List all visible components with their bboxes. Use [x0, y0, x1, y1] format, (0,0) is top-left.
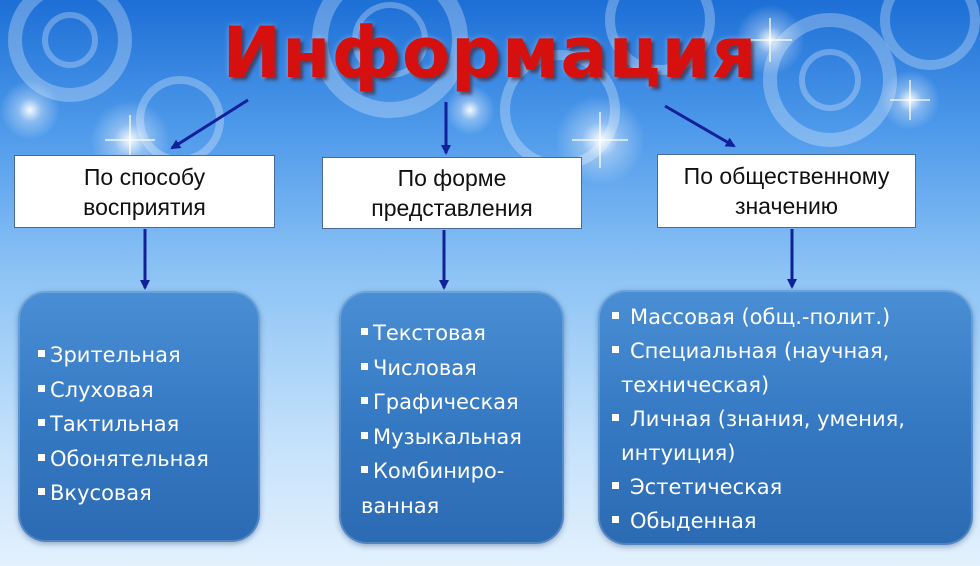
category-label-line: представления: [371, 195, 533, 221]
category-label-line: По общественному: [683, 163, 890, 189]
list-item: Музыкальная: [361, 420, 564, 455]
category-box-form: По форме представления: [322, 157, 582, 229]
category-box-social-meaning: По общественному значению: [657, 154, 916, 228]
list-item: Вкусовая: [38, 476, 260, 511]
list-item: Личная (знания, умения, интуиция): [610, 402, 973, 470]
list-item: Массовая (общ.-полит.): [610, 300, 973, 334]
list-item: Текстовая: [361, 316, 564, 351]
category-label-line: По форме: [397, 165, 507, 191]
category-box-perception: По способу восприятия: [14, 155, 275, 228]
list-item: Слуховая: [38, 373, 260, 408]
list-item: Числовая: [361, 351, 564, 386]
category-label-line: значению: [734, 193, 839, 219]
list-item: Эстетическая: [610, 470, 973, 504]
category-label-line: восприятия: [83, 193, 206, 220]
list-panel-social-meaning: Массовая (общ.-полит.) Специальная (науч…: [598, 290, 973, 545]
list-item: Тактильная: [38, 407, 260, 442]
arrow-title-to-social: [664, 104, 736, 148]
list-panel-perception: Зрительная Слуховая Тактильная Обонятель…: [18, 291, 260, 542]
list-item: Обыденная: [610, 504, 973, 538]
list-item: Графическая: [361, 385, 564, 420]
category-label-line: По способу: [83, 163, 206, 190]
list-item: Специальная (научная, техническая): [610, 334, 973, 402]
list-panel-form: Текстовая Числовая Графическая Музыкальн…: [339, 291, 564, 544]
list-item: Комбиниро- ванная: [361, 454, 564, 523]
list-item: Зрительная: [38, 338, 260, 373]
list-item: Обонятельная: [38, 442, 260, 477]
diagram-title: Информация: [222, 12, 758, 94]
arrow-title-to-perception: [170, 98, 249, 150]
